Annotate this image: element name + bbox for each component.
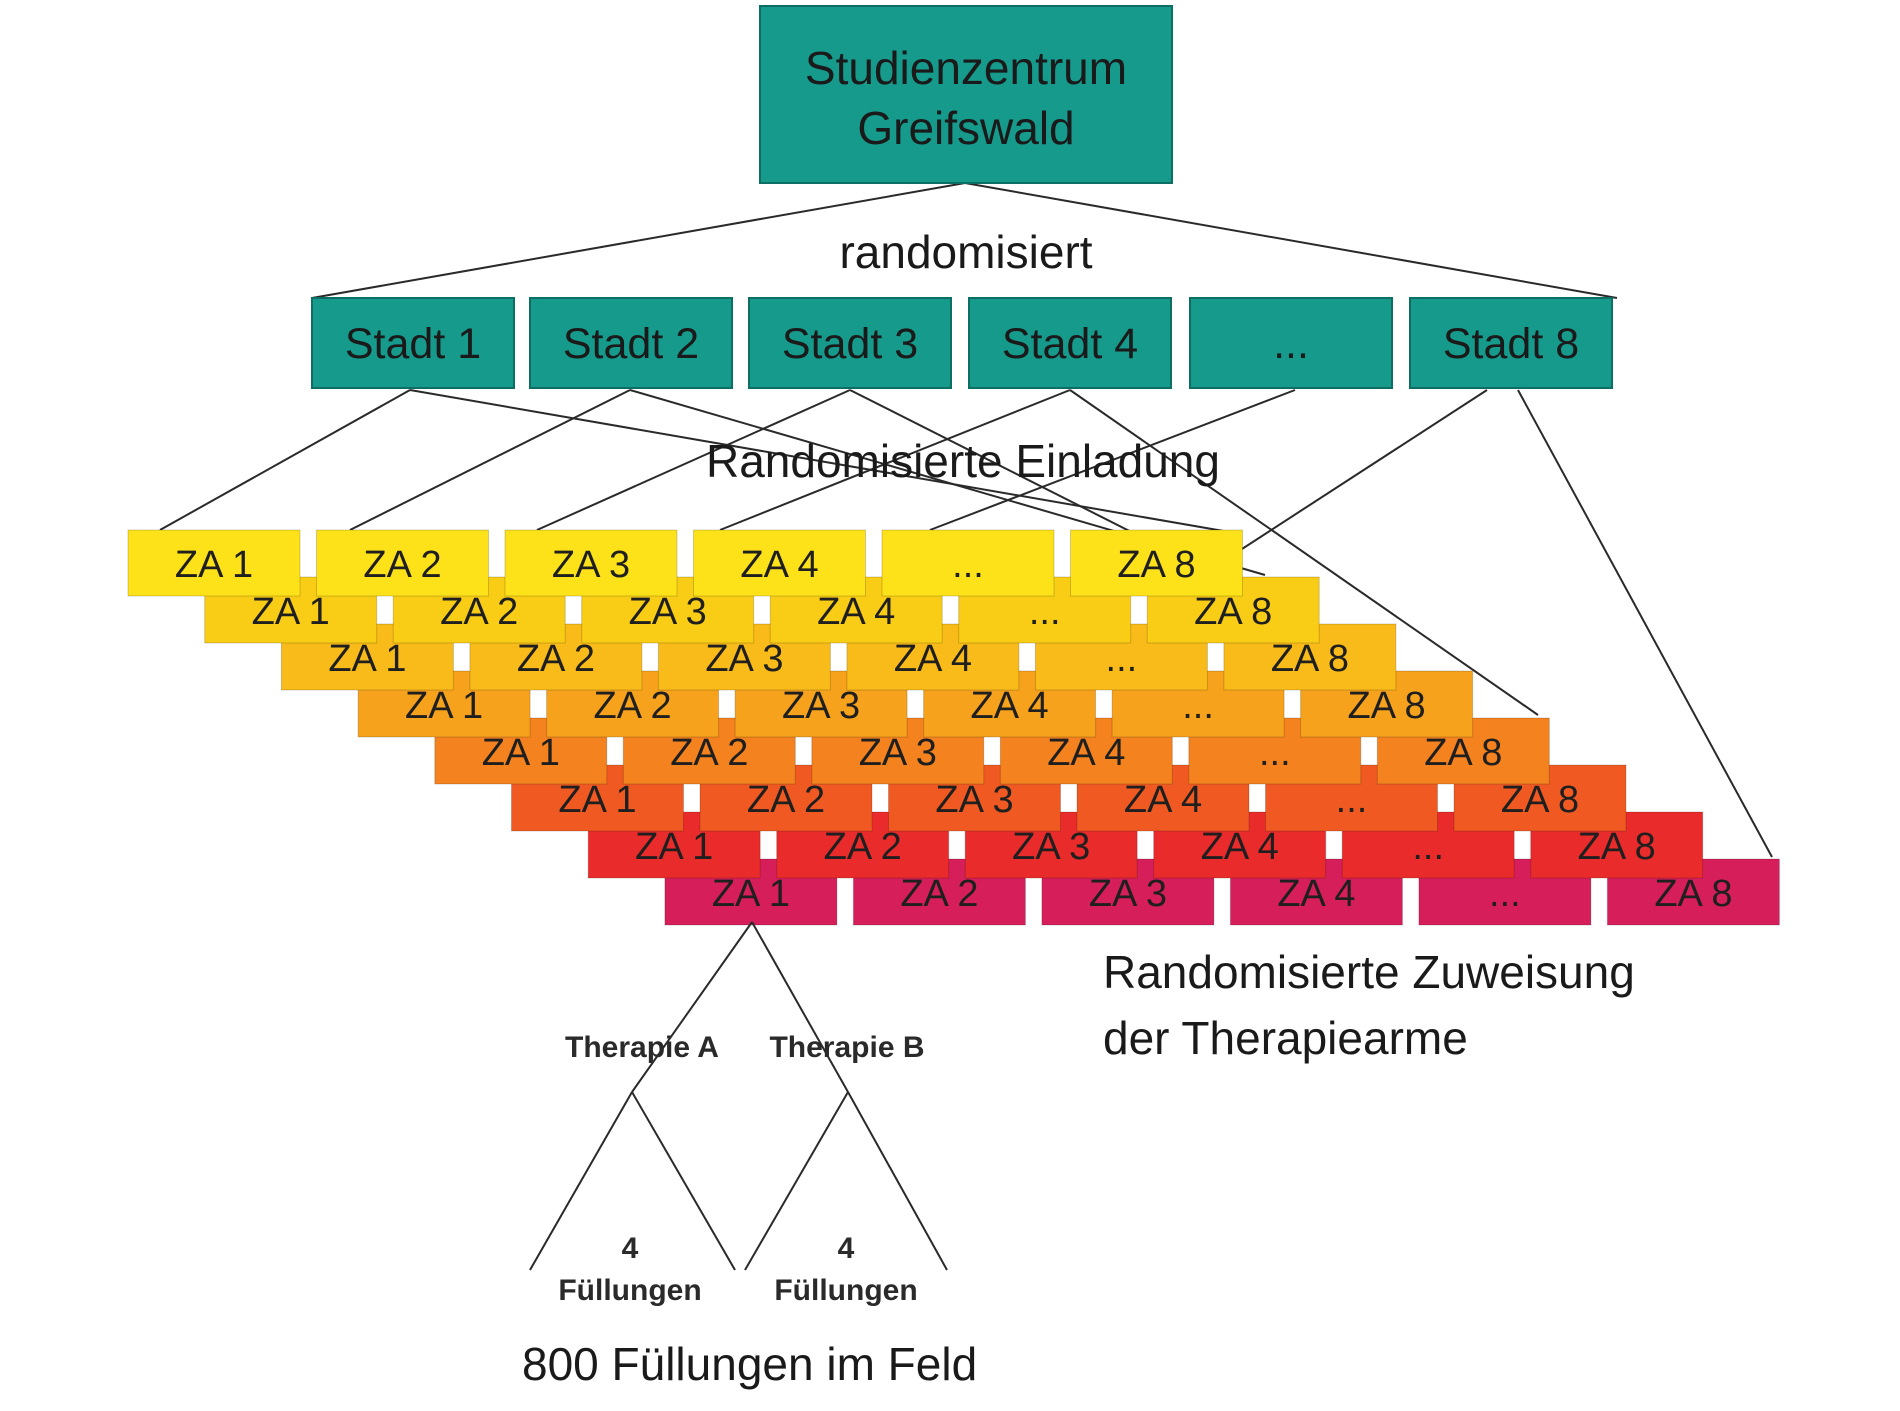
practice-label: ZA 8 (1424, 732, 1502, 774)
city-box-5: ... (1189, 297, 1393, 389)
practice-label: ZA 1 (175, 544, 253, 586)
city-box-2: Stadt 2 (529, 297, 733, 389)
city-label: Stadt 4 (1002, 320, 1138, 368)
practice-label: ZA 3 (552, 544, 630, 586)
practice-label: ZA 2 (747, 779, 825, 821)
practice-label: ZA 4 (1201, 826, 1279, 868)
practice-label: ZA 3 (629, 591, 707, 633)
practice-label: ZA 3 (859, 732, 937, 774)
study-center-line1: Studienzentrum (805, 42, 1127, 94)
practice-label: ZA 8 (1348, 685, 1426, 727)
city-box-rect (1409, 297, 1613, 389)
practice-label: ZA 2 (440, 591, 518, 633)
practice-label: ... (952, 544, 984, 586)
city-box-1: Stadt 1 (311, 297, 515, 389)
city-label: Stadt 2 (563, 320, 699, 368)
practice-label: ... (1412, 826, 1444, 868)
practice-label: ZA 8 (1271, 638, 1349, 680)
practice-label: ZA 2 (900, 873, 978, 915)
therapie-a-label: Therapie A (565, 1031, 719, 1064)
practice-label: ZA 4 (817, 591, 895, 633)
city-label: Stadt 8 (1443, 320, 1579, 368)
practice-label: ZA 4 (894, 638, 972, 680)
city-label: Stadt 3 (782, 320, 918, 368)
practice-label: ZA 2 (517, 638, 595, 680)
practice-layer-1: ZA 1 ZA 2 ZA 3 ZA 4... ZA 8 (127, 529, 1243, 597)
city-box-rect (311, 297, 515, 389)
fuellungen-b-label: Füllungen (774, 1274, 917, 1307)
practice-label: ZA 2 (824, 826, 902, 868)
city-box-rect (529, 297, 733, 389)
practice-label: ZA 3 (935, 779, 1013, 821)
study-center-box: Studienzentrum Greifswald (759, 5, 1173, 184)
study-center-rect (759, 5, 1173, 184)
fuellungen-a-label: Füllungen (558, 1274, 701, 1307)
practice-label: ... (1182, 685, 1214, 727)
randomization-lines (311, 182, 1618, 299)
practice-box (504, 529, 678, 597)
practice-label: ZA 1 (405, 685, 483, 727)
einladung-label: Randomisierte Einladung (706, 435, 1220, 487)
therapy-tree-lines (529, 921, 948, 1271)
practice-label: ZA 3 (782, 685, 860, 727)
therapie-b-label: Therapie B (769, 1031, 924, 1064)
practice-label: ... (1336, 779, 1368, 821)
total-fuellungen-label: 800 Füllungen im Feld (522, 1338, 977, 1390)
practice-label: ... (1259, 732, 1291, 774)
city-box-rect (748, 297, 952, 389)
practice-label: ZA 1 (712, 873, 790, 915)
practice-label: ZA 4 (971, 685, 1049, 727)
practice-label: ZA 4 (1277, 873, 1355, 915)
fuellungen-a-count: 4 (622, 1232, 639, 1265)
practice-label: ZA 3 (1089, 873, 1167, 915)
practice-label: ZA 4 (1047, 732, 1125, 774)
practice-label: ZA 4 (1124, 779, 1202, 821)
practice-label: ZA 8 (1117, 544, 1195, 586)
city-box-rect (968, 297, 1172, 389)
practice-label: ZA 8 (1578, 826, 1656, 868)
practice-label: ... (1489, 873, 1521, 915)
invitation-lines (159, 389, 1773, 858)
practice-label: ZA 3 (1012, 826, 1090, 868)
practice-box (693, 529, 866, 597)
city-box-3: Stadt 3 (748, 297, 952, 389)
city-label: Stadt 1 (345, 320, 481, 368)
practice-label: ZA 1 (558, 779, 636, 821)
practice-label: ZA 8 (1194, 591, 1272, 633)
city-box-4: Stadt 4 (968, 297, 1172, 389)
practice-label: ZA 4 (740, 544, 818, 586)
practice-box (881, 529, 1055, 597)
practice-label: ZA 1 (328, 638, 406, 680)
randomisiert-label: randomisiert (839, 226, 1092, 278)
city-row: Stadt 1 Stadt 2 Stadt 3 Stadt 4... Stadt 8 (311, 297, 1613, 389)
practice-label: ZA 1 (252, 591, 330, 633)
zuweisung-label-line2: der Therapiearme (1103, 1012, 1468, 1064)
practice-label: ZA 8 (1501, 779, 1579, 821)
practice-label: ... (1106, 638, 1138, 680)
practice-box (316, 529, 489, 597)
practice-label: ZA 3 (705, 638, 783, 680)
study-center-line2: Greifswald (857, 102, 1074, 154)
practice-label: ZA 8 (1654, 873, 1732, 915)
practice-box (1070, 529, 1243, 597)
practice-label: ZA 1 (635, 826, 713, 868)
practice-box (127, 529, 301, 597)
practice-layers: ZA 1 ZA 2 ZA 3 ZA 4... ZA 8 ZA 1 ZA 2 ZA 3 ZA 4.… (127, 529, 1780, 926)
practice-label: ZA 1 (482, 732, 560, 774)
practice-label: ZA 2 (363, 544, 441, 586)
city-box-6: Stadt 8 (1409, 297, 1613, 389)
city-label: ... (1273, 320, 1309, 368)
practice-label: ZA 2 (594, 685, 672, 727)
practice-label: ... (1029, 591, 1061, 633)
zuweisung-label-line1: Randomisierte Zuweisung (1103, 946, 1635, 998)
practice-label: ZA 2 (670, 732, 748, 774)
city-box-rect (1189, 297, 1393, 389)
fuellungen-b-count: 4 (838, 1232, 855, 1265)
